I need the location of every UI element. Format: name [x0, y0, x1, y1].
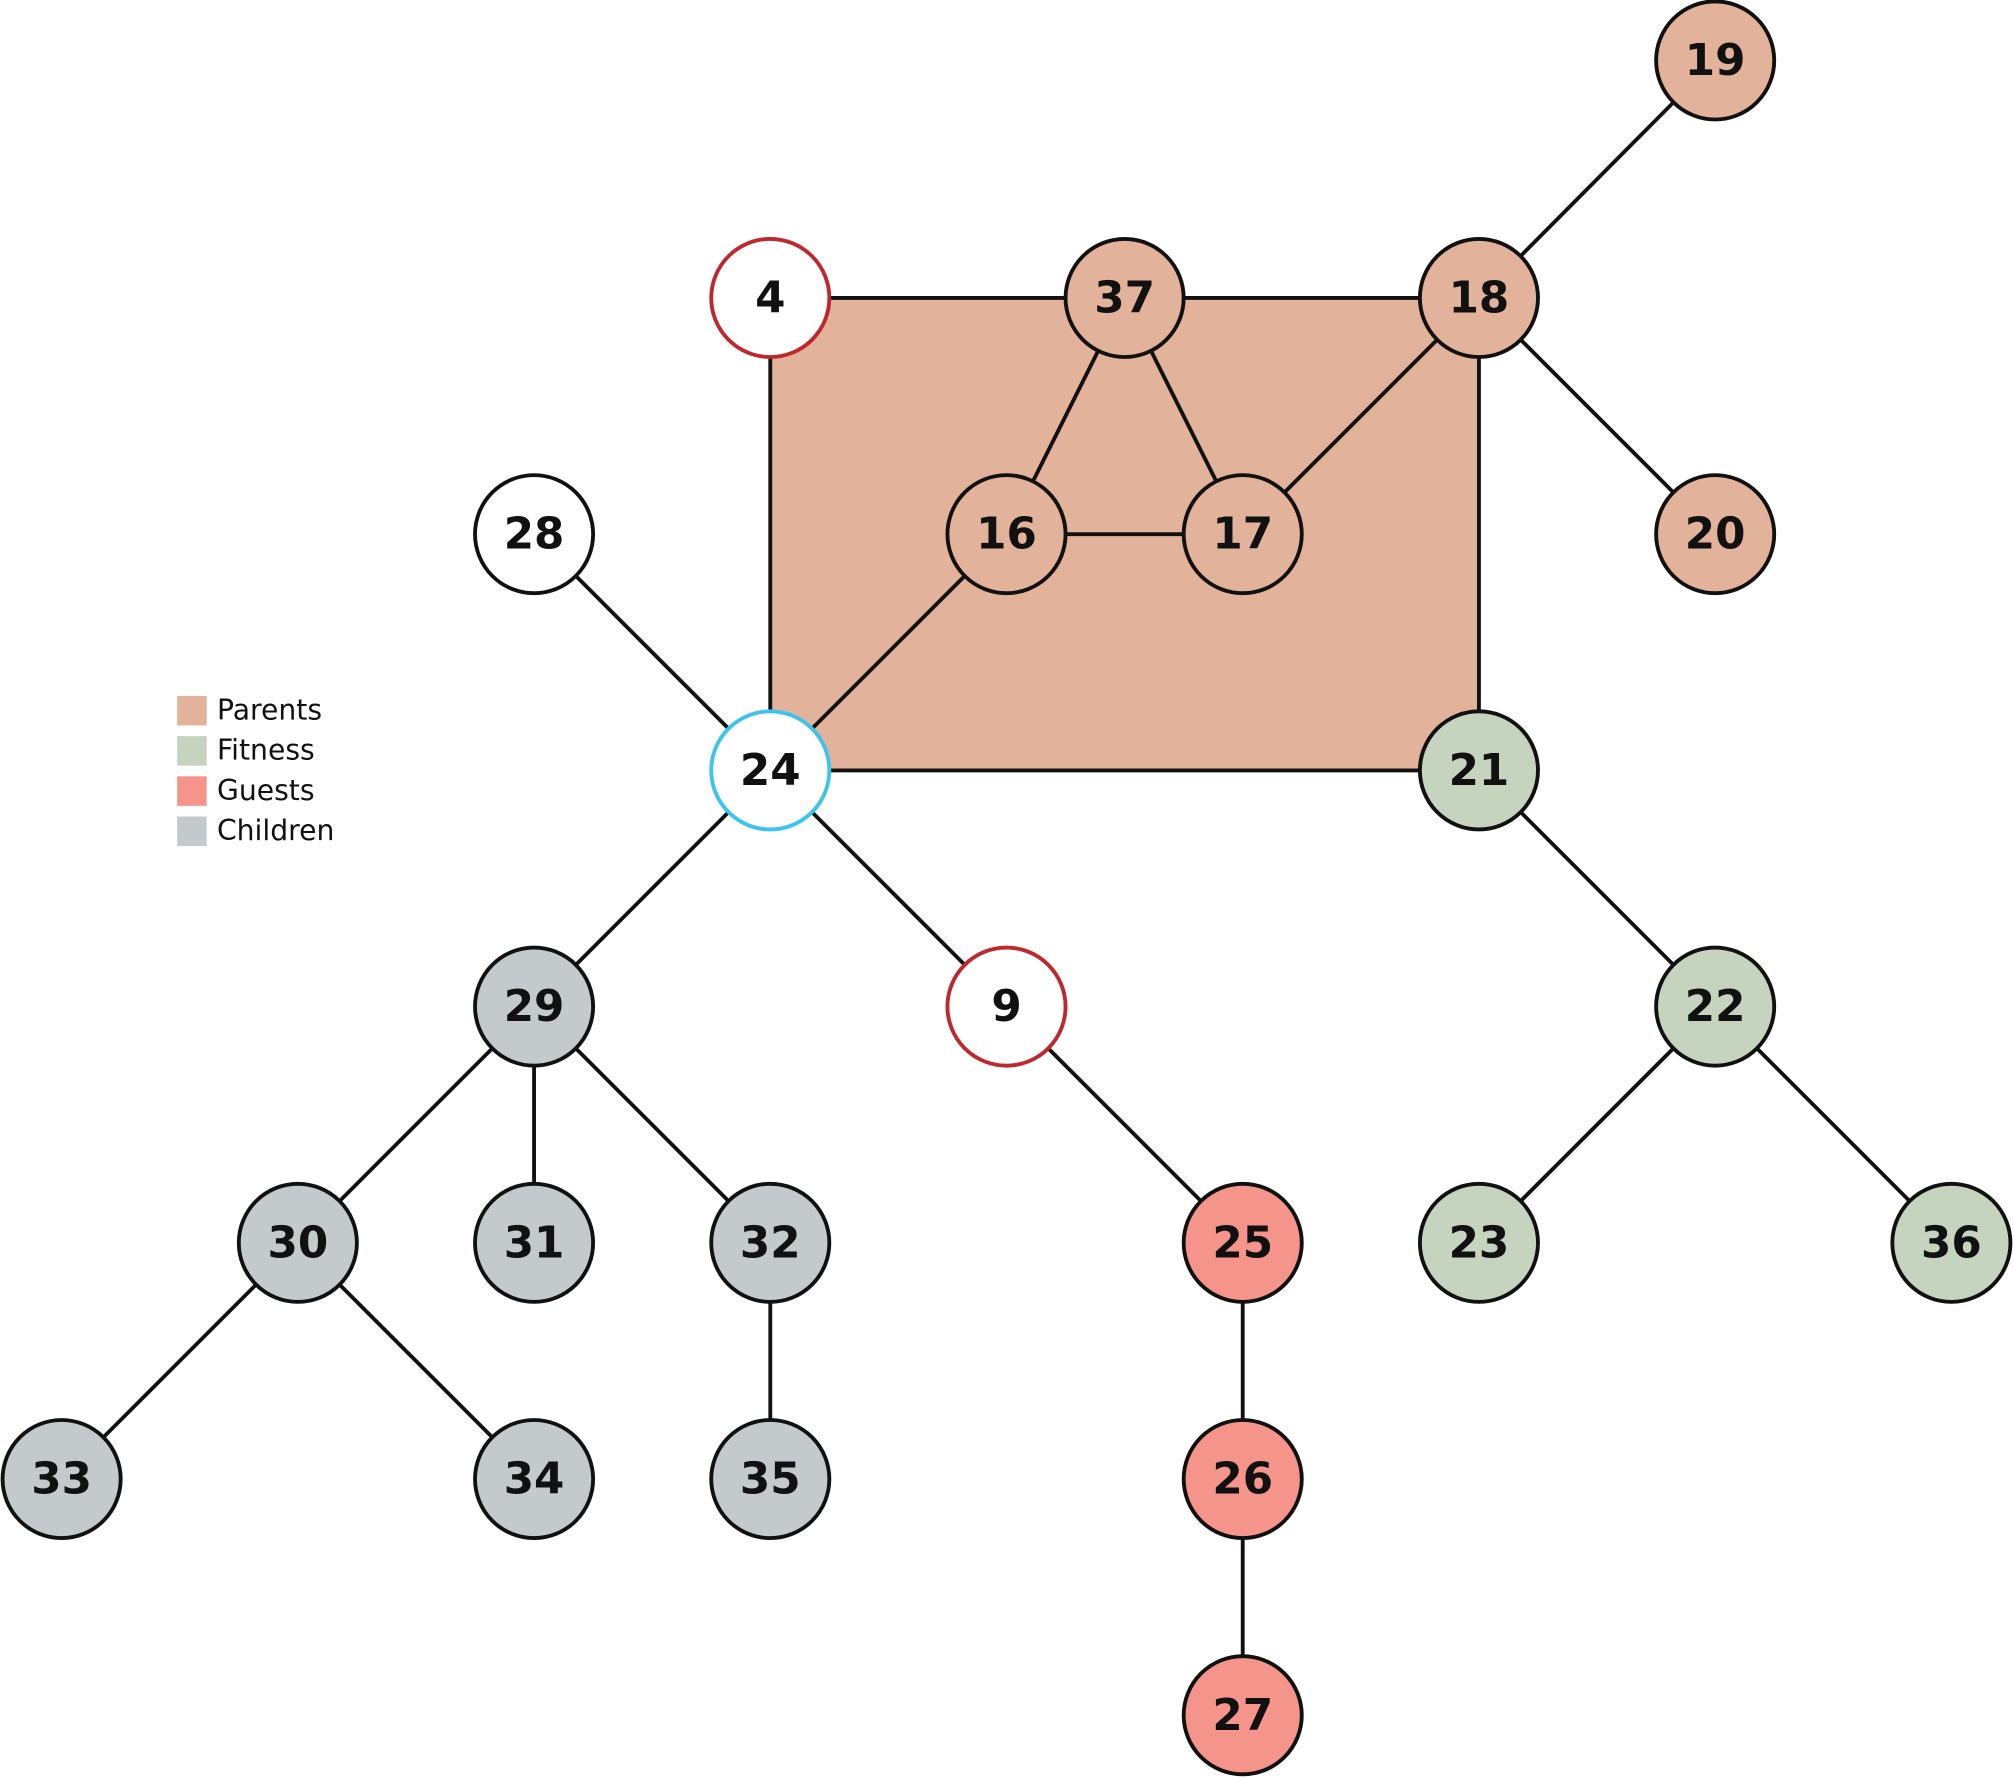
node-25[interactable]: 25 — [1181, 1181, 1304, 1304]
node-34[interactable]: 34 — [473, 1418, 596, 1541]
node-circle — [1890, 1181, 2013, 1304]
node-label: 25 — [1212, 1217, 1273, 1268]
node-circle — [1654, 0, 1777, 122]
node-28[interactable]: 28 — [473, 473, 596, 596]
node-circle — [0, 1418, 123, 1541]
node-29[interactable]: 29 — [473, 945, 596, 1068]
legend-item-children: Children — [177, 814, 334, 847]
node-circle — [709, 1181, 832, 1304]
node-label: 26 — [1212, 1454, 1273, 1505]
node-9[interactable]: 9 — [945, 945, 1068, 1068]
node-label: 19 — [1685, 35, 1746, 86]
legend-swatch — [177, 816, 207, 847]
node-circle — [1181, 1418, 1304, 1541]
legend-item-fitness: Fitness — [177, 734, 315, 767]
node-35[interactable]: 35 — [709, 1418, 832, 1541]
node-36[interactable]: 36 — [1890, 1181, 2013, 1304]
node-circle — [1417, 236, 1540, 359]
node-24[interactable]: 24 — [709, 709, 832, 832]
node-label: 24 — [740, 745, 801, 796]
node-circle — [473, 1418, 596, 1541]
node-20[interactable]: 20 — [1654, 473, 1777, 596]
legend-swatch — [177, 695, 207, 726]
node-19[interactable]: 19 — [1654, 0, 1777, 122]
node-circle — [709, 1418, 832, 1541]
node-label: 20 — [1685, 509, 1746, 560]
node-label: 33 — [31, 1454, 92, 1505]
legend-item-guests: Guests — [177, 774, 315, 807]
node-circle — [945, 473, 1068, 596]
legend-label: Guests — [217, 774, 315, 807]
node-circle — [709, 709, 832, 832]
node-label: 22 — [1685, 981, 1746, 1032]
node-16[interactable]: 16 — [945, 473, 1068, 596]
node-circle — [236, 1181, 359, 1304]
node-label: 37 — [1094, 272, 1155, 323]
node-31[interactable]: 31 — [473, 1181, 596, 1304]
node-label: 18 — [1449, 272, 1510, 323]
node-circle — [1417, 1181, 1540, 1304]
node-label: 16 — [976, 509, 1037, 560]
node-circle — [945, 945, 1068, 1068]
node-30[interactable]: 30 — [236, 1181, 359, 1304]
node-label: 31 — [504, 1217, 565, 1268]
node-circle — [1417, 709, 1540, 832]
node-label: 9 — [991, 981, 1021, 1032]
node-18[interactable]: 18 — [1417, 236, 1540, 359]
node-circle — [473, 473, 596, 596]
node-label: 21 — [1449, 745, 1510, 796]
node-circle — [1063, 236, 1186, 359]
legend-label: Children — [217, 814, 334, 847]
node-circle — [473, 1181, 596, 1304]
node-33[interactable]: 33 — [0, 1418, 123, 1541]
node-27[interactable]: 27 — [1181, 1654, 1304, 1777]
node-21[interactable]: 21 — [1417, 709, 1540, 832]
node-circle — [1181, 1654, 1304, 1777]
node-label: 27 — [1212, 1690, 1273, 1741]
node-4[interactable]: 4 — [709, 236, 832, 359]
node-circle — [1654, 945, 1777, 1068]
node-label: 23 — [1449, 1217, 1510, 1268]
node-label: 28 — [504, 509, 565, 560]
legend-label: Fitness — [217, 734, 315, 767]
node-label: 36 — [1921, 1217, 1982, 1268]
legend-label: Parents — [217, 694, 322, 727]
node-label: 29 — [504, 981, 565, 1032]
node-26[interactable]: 26 — [1181, 1418, 1304, 1541]
legend-swatch — [177, 776, 207, 806]
node-circle — [1181, 473, 1304, 596]
node-17[interactable]: 17 — [1181, 473, 1304, 596]
legend-item-parents: Parents — [177, 694, 322, 727]
node-23[interactable]: 23 — [1417, 1181, 1540, 1304]
node-circle — [1654, 473, 1777, 596]
node-label: 34 — [504, 1454, 565, 1505]
legend-swatch — [177, 736, 207, 766]
node-label: 17 — [1212, 509, 1273, 560]
node-37[interactable]: 37 — [1063, 236, 1186, 359]
node-label: 30 — [267, 1217, 328, 1268]
node-label: 32 — [740, 1217, 801, 1268]
node-circle — [1181, 1181, 1304, 1304]
node-label: 4 — [755, 272, 785, 323]
node-22[interactable]: 22 — [1654, 945, 1777, 1068]
node-32[interactable]: 32 — [709, 1181, 832, 1304]
node-label: 35 — [740, 1454, 801, 1505]
node-circle — [473, 945, 596, 1068]
node-circle — [709, 236, 832, 359]
